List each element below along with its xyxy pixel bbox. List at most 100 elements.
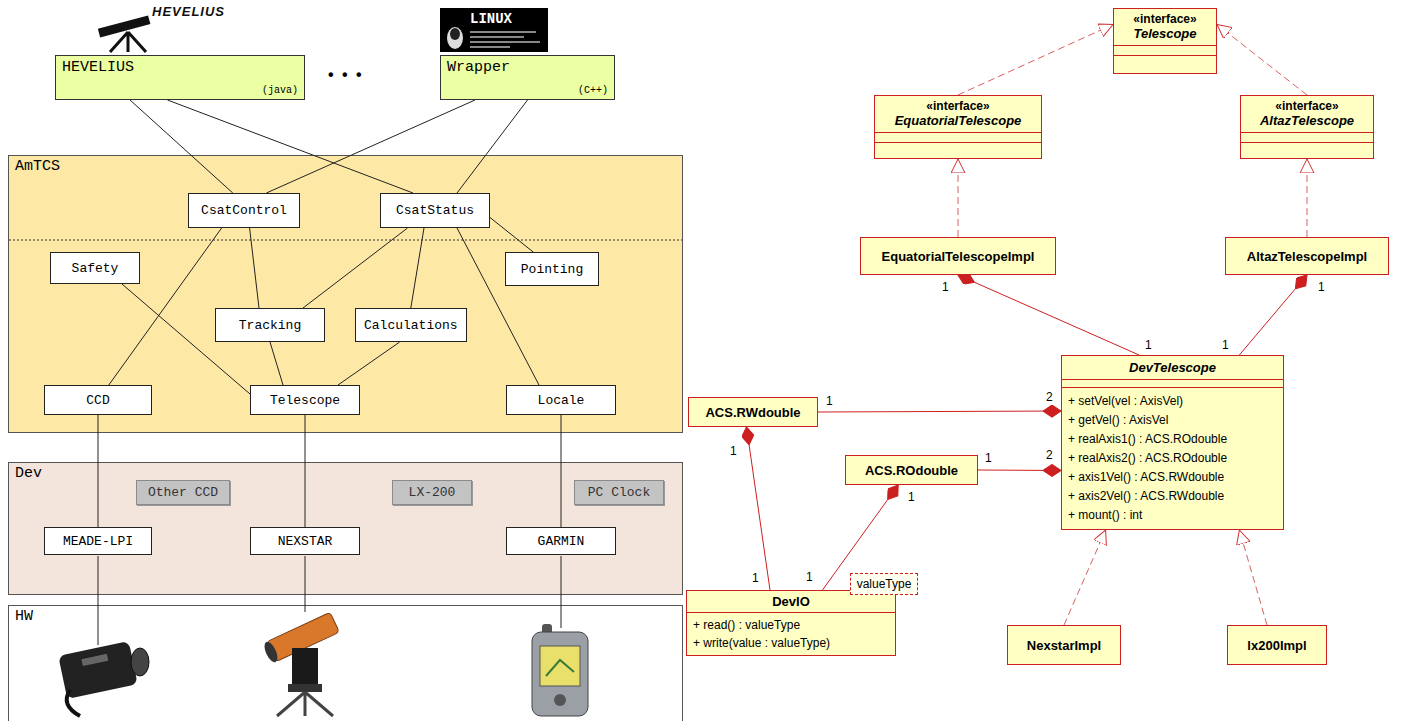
node-text: ACS.RWdouble xyxy=(705,405,800,420)
node-text: NEXSTAR xyxy=(278,534,333,549)
compartment: Tracking xyxy=(239,318,301,333)
node-text: + mount() : int xyxy=(1068,506,1277,525)
node-text: AltazTelescopeImpl xyxy=(1247,249,1367,264)
compartment: HW xyxy=(9,606,39,627)
compartment: CsatControl xyxy=(201,203,287,218)
compartment: «interface»AltazTelescope xyxy=(1241,96,1373,132)
node-text: Telescope xyxy=(1122,26,1208,41)
client-box: HEVELIUS (java) xyxy=(55,55,305,100)
connector xyxy=(338,342,400,385)
compartment xyxy=(1062,379,1283,387)
node-text: Locale xyxy=(538,393,585,408)
connector xyxy=(1307,159,1308,237)
component-box: NEXSTAR xyxy=(250,527,360,555)
multiplicity: 1 xyxy=(752,571,759,585)
multiplicity: 1 xyxy=(942,280,949,294)
node-text: Other CCD xyxy=(148,485,218,500)
node-text: lx200Impl xyxy=(1247,638,1306,653)
compartment: HEVELIUS (java) xyxy=(62,59,298,96)
component-box: Tracking xyxy=(215,308,325,342)
class-box: NexstarImpl xyxy=(1007,625,1121,665)
interface-class: «interface»AltazTelescope xyxy=(1240,95,1374,159)
multiplicity: 1 xyxy=(826,394,833,408)
compartment xyxy=(1114,45,1216,55)
multiplicity: 1 xyxy=(730,444,737,458)
node-text: ACS.ROdouble xyxy=(865,463,958,478)
connector xyxy=(168,100,414,193)
node-text: CsatStatus xyxy=(396,203,474,218)
logo-text: LINUX xyxy=(470,11,512,27)
node-text: Tracking xyxy=(239,318,301,333)
interface-class: «interface»Telescope xyxy=(1113,8,1217,74)
node-text: «interface» xyxy=(1249,99,1365,113)
multiplicity: 2 xyxy=(1046,390,1053,404)
node-text: DevIO xyxy=(695,594,887,609)
compartment: «interface»Telescope xyxy=(1114,9,1216,45)
compartment xyxy=(875,142,1041,158)
connector xyxy=(457,228,539,385)
compartment xyxy=(1241,132,1373,142)
compartment: Other CCD xyxy=(148,485,218,500)
class-box: AltazTelescopeImpl xyxy=(1225,237,1389,275)
connector xyxy=(561,415,562,527)
compartment xyxy=(1241,142,1373,158)
multiplicity: 1 xyxy=(1318,280,1325,294)
node-text: DevTelescope xyxy=(1070,360,1275,375)
telescope-picture xyxy=(262,612,340,716)
connector xyxy=(1239,275,1307,355)
client-box: Wrapper(C++) xyxy=(440,55,615,100)
compartment: NexstarImpl xyxy=(1008,626,1120,664)
connector xyxy=(1064,530,1106,625)
layer-band: AmTCSCsatControlCsatStatusSafetyPointing… xyxy=(8,155,683,433)
node-text: CsatControl xyxy=(201,203,287,218)
component-box: CsatControl xyxy=(188,193,300,228)
compartment: CCD xyxy=(86,393,109,408)
node-text: + getVel() : AxisVel xyxy=(1068,411,1277,430)
component-box: Telescope xyxy=(250,385,360,415)
class-box: ACS.RWdouble xyxy=(688,397,818,427)
compartment: EquatorialTelescopeImpl xyxy=(861,238,1055,274)
node-text: (java) xyxy=(262,85,298,96)
compartment: ACS.RWdouble xyxy=(689,398,817,426)
multiplicity: 1 xyxy=(1222,338,1229,352)
node-text: «interface» xyxy=(883,99,1033,113)
multiplicity: 1 xyxy=(908,490,915,504)
multiplicity: 1 xyxy=(1145,338,1152,352)
node-text: valueType xyxy=(857,577,912,591)
compartment: MEADE-LPI xyxy=(63,534,133,549)
connector xyxy=(823,485,899,590)
connector xyxy=(958,275,1139,355)
connector xyxy=(457,100,528,193)
compartment: Wrapper(C++) xyxy=(447,59,608,96)
component-box: Locale xyxy=(506,385,616,415)
connector xyxy=(250,228,259,308)
node-text: CCD xyxy=(86,393,109,408)
compartment: Safety xyxy=(72,261,119,276)
template-parameter: valueType xyxy=(850,573,918,595)
connector xyxy=(130,100,233,193)
compartment: PC Clock xyxy=(588,485,650,500)
connector xyxy=(958,25,1113,96)
node-text: Telescope xyxy=(270,393,340,408)
node-text: Calculations xyxy=(364,318,458,333)
compartment: valueType xyxy=(857,577,912,591)
node-text: + axis2Vel() : ACS.RWdouble xyxy=(1068,487,1277,506)
node-text: HEVELIUS xyxy=(62,59,298,76)
compartment: + setVel(vel : AxisVel)+ getVel() : Axis… xyxy=(1062,387,1283,529)
multiplicity: 1 xyxy=(985,451,992,465)
connector xyxy=(303,228,408,308)
node-text: (C++) xyxy=(578,85,608,96)
node-text: + realAxis2() : ACS.ROdouble xyxy=(1068,449,1277,468)
node-text: EquatorialTelescope xyxy=(883,113,1033,128)
connector xyxy=(958,159,959,237)
node-text: NexstarImpl xyxy=(1027,638,1101,653)
class-box: DevTelescope + setVel(vel : AxisVel)+ get… xyxy=(1061,355,1284,530)
interface-class: «interface»EquatorialTelescope xyxy=(874,95,1042,159)
node-text: HW xyxy=(15,608,33,625)
node-text: GARMIN xyxy=(538,534,585,549)
connector xyxy=(747,427,771,590)
connector xyxy=(411,228,424,308)
connector xyxy=(1217,25,1307,96)
node-text: EquatorialTelescopeImpl xyxy=(882,249,1035,264)
connector xyxy=(490,218,533,253)
